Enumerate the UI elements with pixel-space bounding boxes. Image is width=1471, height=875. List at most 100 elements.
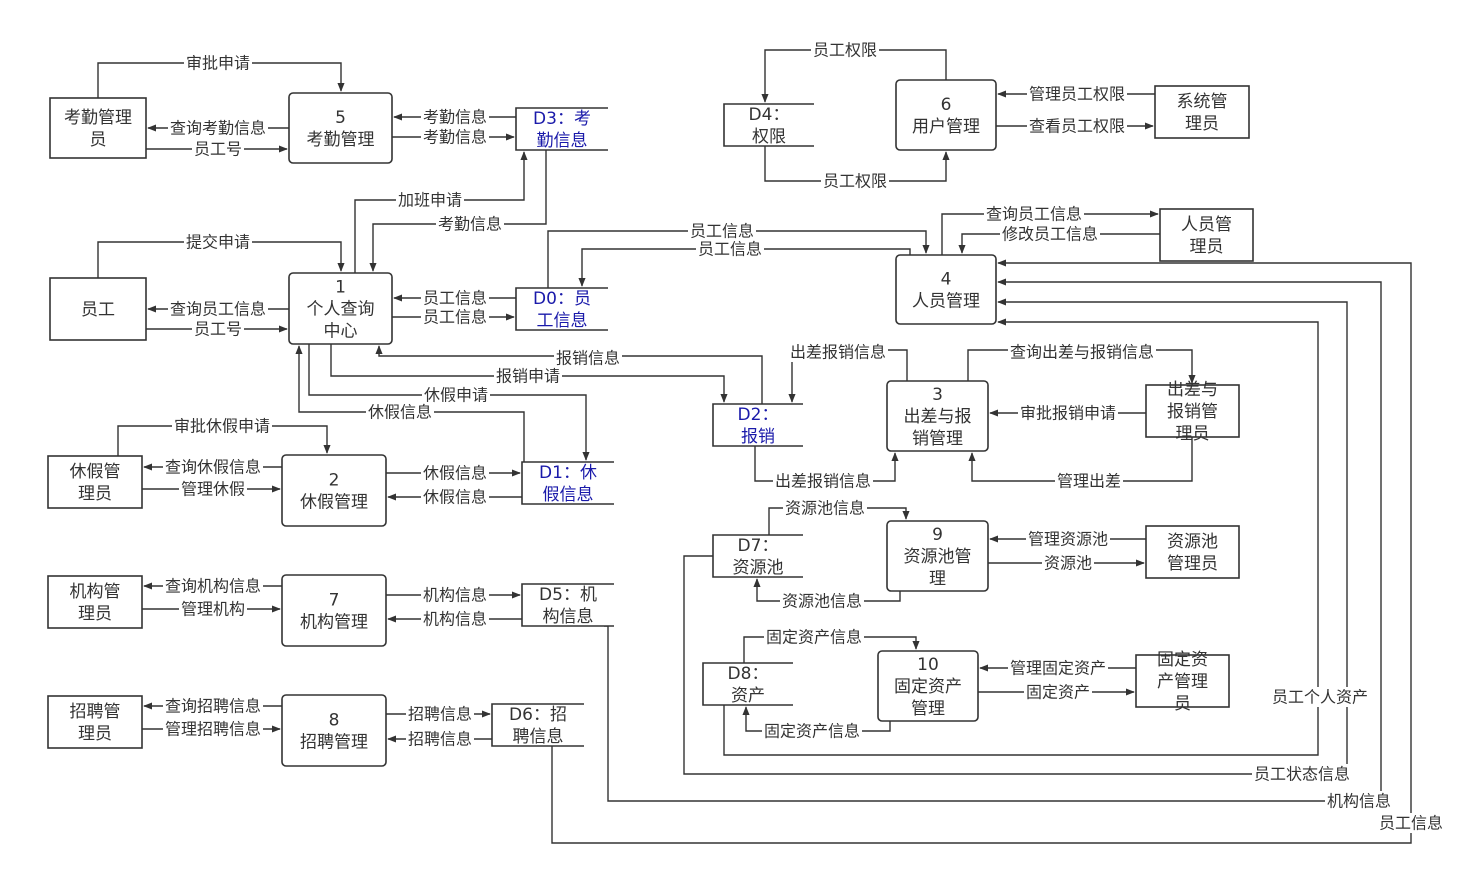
flow-label-bg [773, 471, 873, 491]
flow-label: 管理招聘信息 [165, 720, 261, 739]
flow-label: 机构信息 [423, 610, 487, 629]
flow-label: 管理资源池 [1028, 530, 1108, 549]
process-box [886, 520, 989, 592]
flow-label-bg [1042, 553, 1094, 573]
datastore-d4: D4：权限 [723, 103, 814, 147]
process-box [895, 79, 997, 151]
flow-label: 固定资产信息 [766, 628, 862, 647]
datastore-label-line: 构信息 [543, 607, 594, 627]
flow-label: 报销信息 [556, 349, 620, 368]
flow-label-bg [764, 627, 864, 647]
flow-label-bg [780, 591, 864, 611]
process-box [281, 454, 387, 527]
entity-box [49, 277, 147, 341]
datastore-d8: D8：资产 [702, 662, 793, 706]
process-box [281, 574, 387, 647]
flow-label-bg [396, 190, 464, 210]
datastore-outline [723, 103, 814, 147]
flow-label-bg [1270, 687, 1370, 707]
datastore-bg [516, 288, 608, 330]
flow-label: 招聘信息 [408, 705, 472, 724]
entity-box [1145, 525, 1240, 579]
flow-label-bg [1008, 658, 1108, 678]
flow-label: 查询出差与报销信息 [1010, 343, 1154, 362]
flow-label: 查询员工信息 [170, 300, 266, 319]
flow-label: 机构信息 [423, 586, 487, 605]
process-label-line: 休假管理 [300, 493, 368, 513]
datastore-bg [492, 704, 584, 746]
flow-label: 员工号 [194, 140, 242, 159]
datastore-bg [713, 404, 803, 446]
datastore-label-line: D3：考 [533, 109, 591, 129]
flow-label: 资源池信息 [782, 592, 862, 611]
datastore-label-line: 资源池 [733, 558, 784, 578]
datastore-bg [522, 462, 614, 504]
flow-label: 报销申请 [496, 367, 560, 386]
entity-label-line: 固定资 [1157, 650, 1208, 670]
flow-label: 管理员工权限 [1029, 85, 1125, 104]
entity-box [47, 695, 143, 749]
datastore-label-line: 勤信息 [537, 131, 588, 151]
flow-label-bg [406, 704, 474, 724]
datastore-d5: D5：机构信息 [521, 583, 614, 627]
flow-label: 管理休假 [181, 480, 245, 499]
flow-line [941, 210, 1159, 255]
entity-label-line: 管理员 [1167, 554, 1218, 574]
flow-label-bg [1252, 764, 1352, 784]
flow-line [723, 318, 1319, 756]
entity-label-line: 系统管 [1177, 92, 1228, 112]
flow-label-bg [984, 204, 1084, 224]
entity-label-line: 理员 [78, 724, 112, 744]
flow-label-bg [1027, 116, 1127, 136]
flow-label-bg [179, 479, 247, 499]
flow-label-bg [366, 402, 434, 422]
entity-label-line: 人员管 [1181, 215, 1232, 235]
flow-label: 查询员工信息 [986, 205, 1082, 224]
flow-line [354, 151, 528, 273]
datastore-outline [712, 403, 803, 447]
datastore-label-line: 工信息 [537, 311, 588, 331]
process-label-line: 3 [932, 385, 943, 405]
datastore-label-line: D8： [728, 664, 769, 684]
flow-label: 考勤信息 [438, 215, 502, 234]
flow-label: 管理固定资产 [1010, 659, 1106, 678]
flow-label: 查询机构信息 [165, 577, 261, 596]
flow-label-bg [406, 729, 474, 749]
flow-label-bg [163, 576, 263, 596]
process-box [281, 694, 387, 767]
process-label-line: 资源池管 [904, 547, 972, 567]
entity-box [49, 97, 147, 159]
flow-label-bg [192, 139, 244, 159]
flow-label-bg [421, 487, 489, 507]
flow-label-bg [1024, 682, 1092, 702]
datastore-outline [491, 703, 584, 747]
process-label-line: 机构管理 [300, 613, 368, 633]
entity-label-line: 员工 [81, 300, 115, 320]
flow-label-bg [1325, 791, 1393, 811]
flow-line [369, 150, 547, 272]
datastore-d2: D2：报销 [712, 403, 803, 447]
datastore-label-line: D0：员 [533, 289, 591, 309]
flow-label: 考勤信息 [423, 128, 487, 147]
flow-label-bg [184, 53, 252, 73]
flow-label: 固定资产 [1026, 683, 1090, 702]
process-label-line: 2 [329, 471, 340, 491]
entity-label-line: 报销管 [1167, 402, 1218, 422]
flow-label: 审批申请 [186, 54, 250, 73]
flow-label: 加班申请 [398, 191, 462, 210]
process-label-line: 4 [941, 270, 952, 290]
flow-label-bg [421, 307, 489, 327]
flow-label-bg [1018, 403, 1118, 423]
process-label-line: 用户管理 [912, 117, 980, 137]
flow-label: 查询考勤信息 [170, 119, 266, 138]
process-label-line: 9 [932, 525, 943, 545]
flow-label: 休假申请 [424, 386, 488, 405]
flow-label: 管理出差 [1057, 472, 1121, 491]
entity-label-line: 理员 [1185, 114, 1219, 134]
process-label-line: 7 [329, 591, 340, 611]
